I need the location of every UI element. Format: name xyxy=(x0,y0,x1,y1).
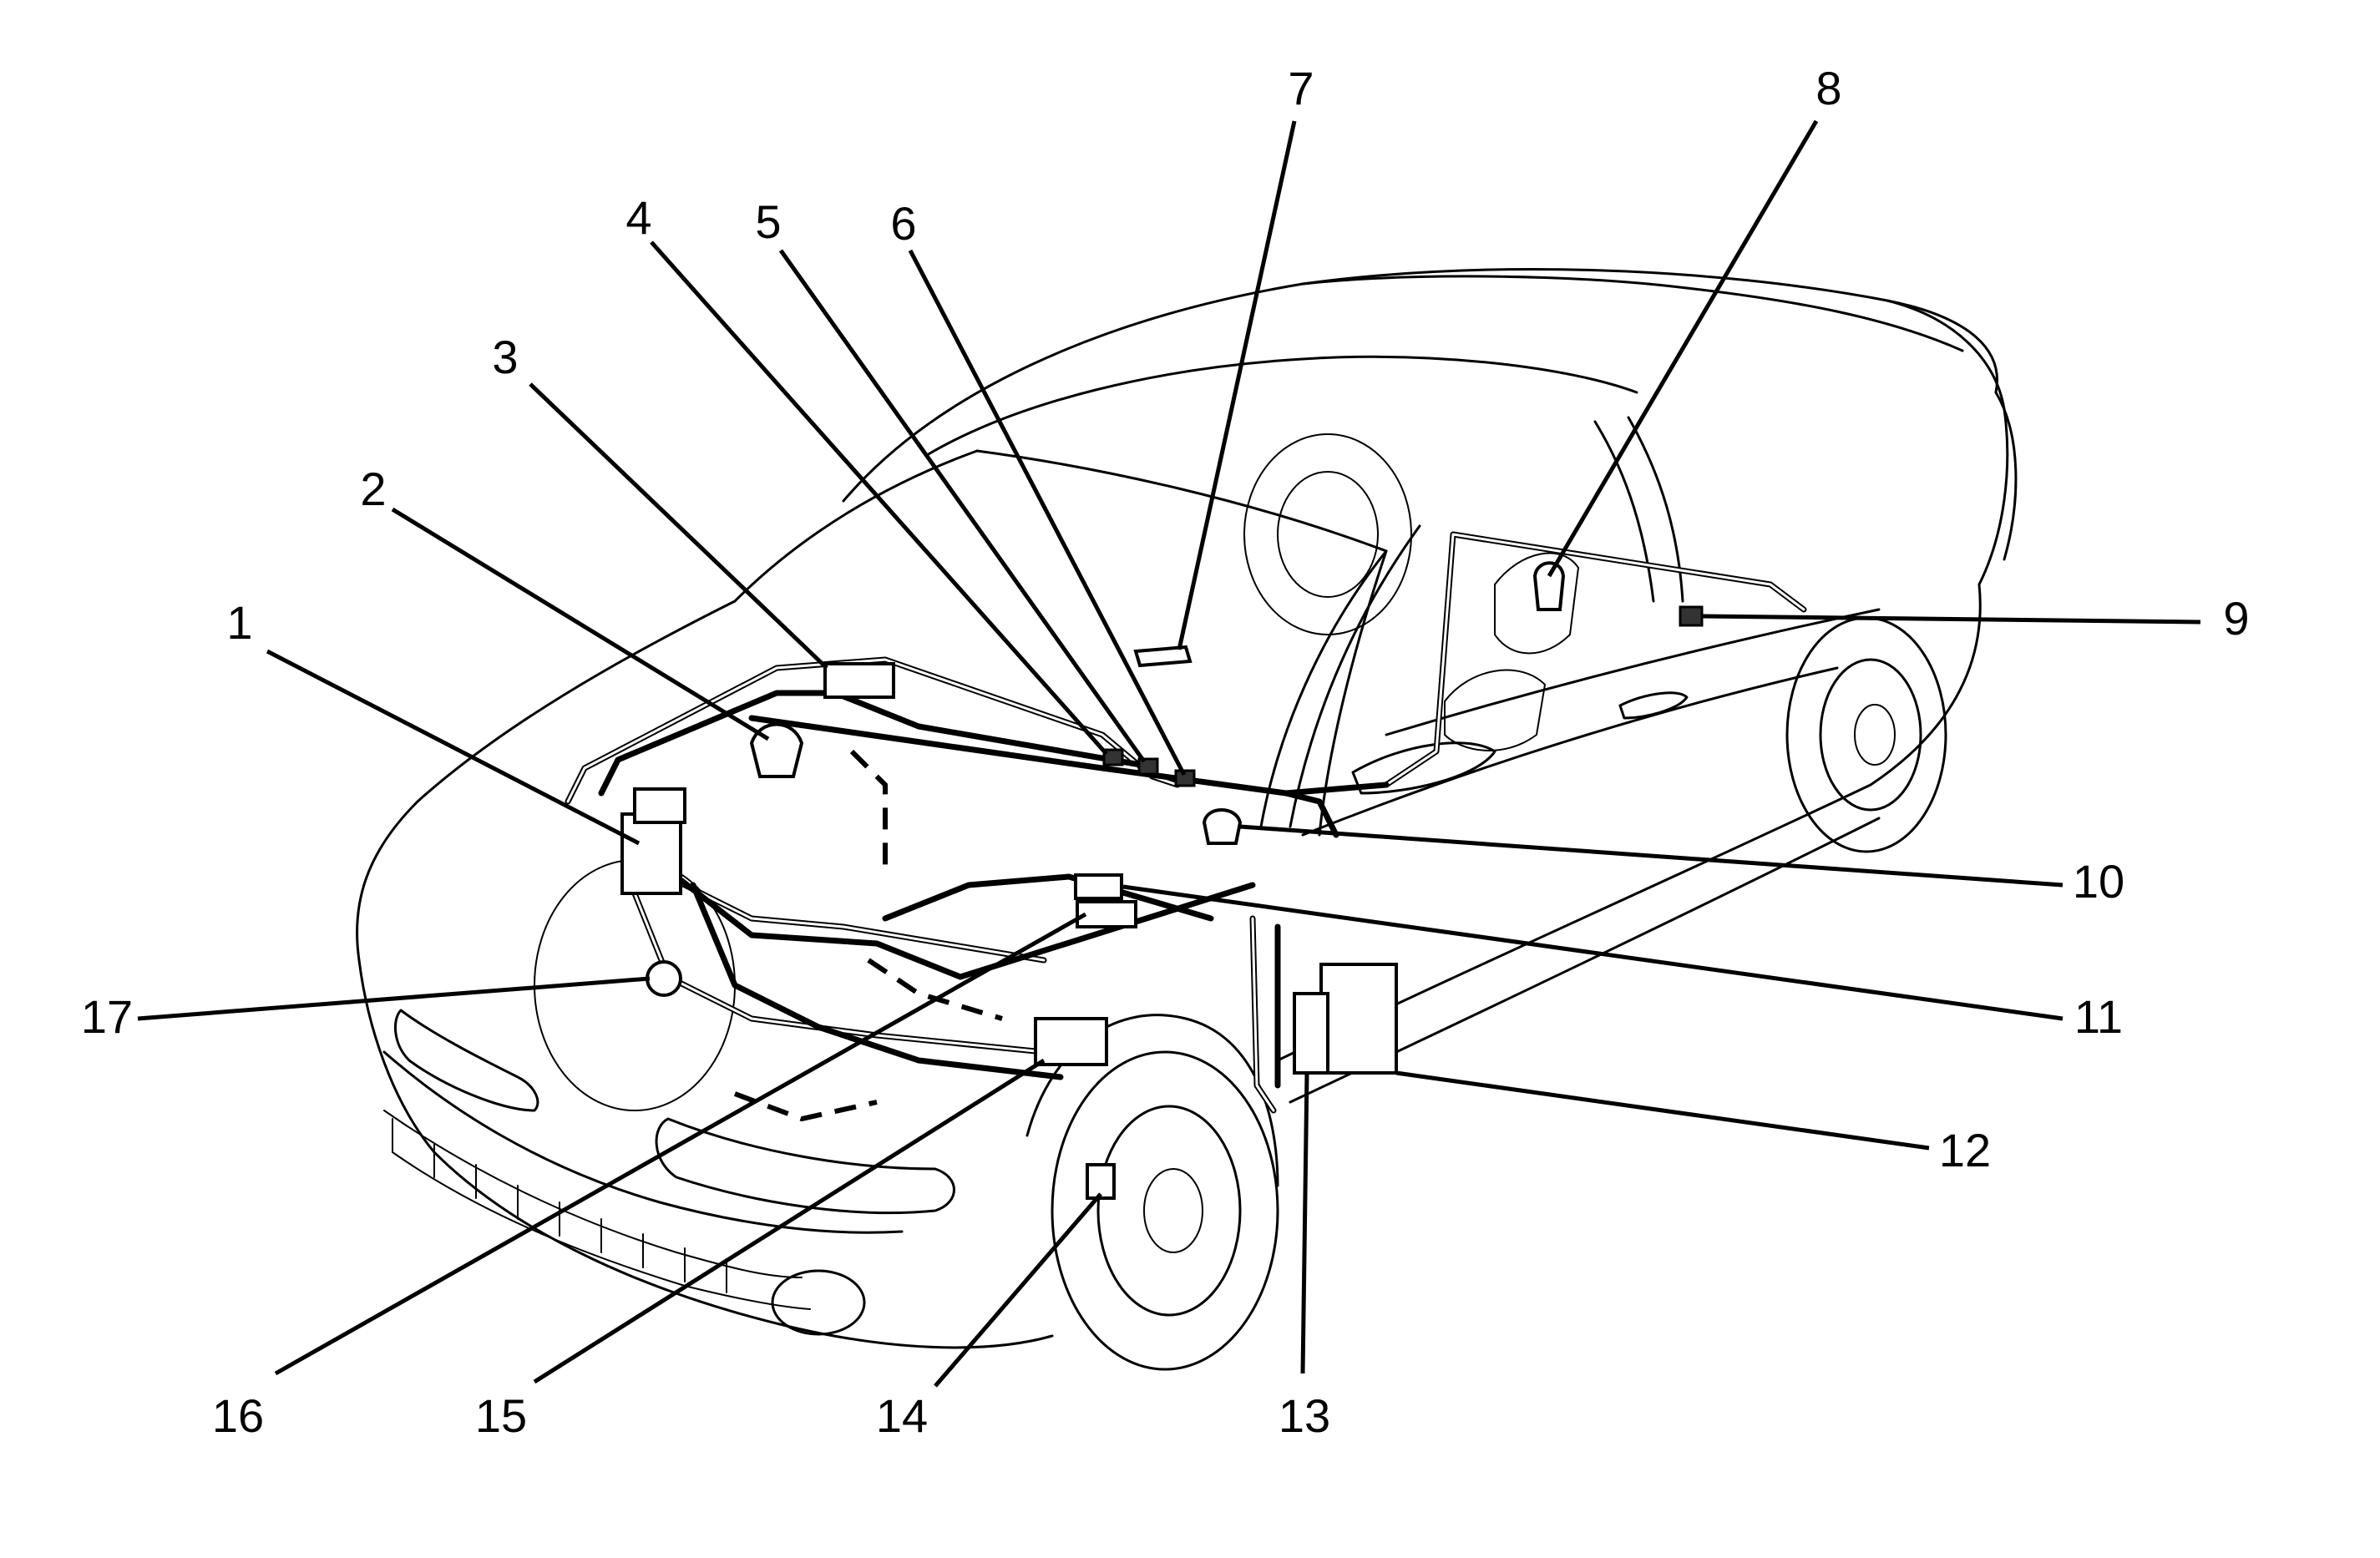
wiring-harness xyxy=(565,531,1807,1122)
component-1 xyxy=(620,812,682,895)
leader-lines xyxy=(137,119,2201,1388)
leader-1 xyxy=(266,649,641,846)
component-1-upper xyxy=(633,787,686,824)
component-7 xyxy=(1133,645,1193,668)
callout-1: 1 xyxy=(226,596,252,649)
leader-17 xyxy=(137,976,651,1021)
component-6 xyxy=(1174,769,1196,787)
callout-7: 7 xyxy=(1288,62,1314,114)
component-9 xyxy=(1679,605,1704,627)
leader-6 xyxy=(908,249,1187,776)
leader-13 xyxy=(1300,1072,1309,1374)
leader-5 xyxy=(778,249,1147,763)
callout-5: 5 xyxy=(755,195,781,248)
leader-12 xyxy=(1395,1070,1930,1151)
leader-10 xyxy=(1239,824,2064,888)
callout-3: 3 xyxy=(492,331,518,383)
leader-11 xyxy=(1122,884,2064,1021)
callout-16: 16 xyxy=(212,1389,264,1442)
component-5 xyxy=(1137,757,1159,776)
callout-numbers: 1 2 3 4 5 6 7 8 9 10 11 12 13 14 15 16 1… xyxy=(81,62,2250,1442)
callout-9: 9 xyxy=(2223,592,2249,645)
leader-7 xyxy=(1177,120,1297,650)
components xyxy=(620,561,1704,1200)
callout-6: 6 xyxy=(890,197,916,250)
leader-4 xyxy=(650,240,1108,756)
callout-12: 12 xyxy=(1939,1124,1991,1176)
component-16 xyxy=(1076,900,1137,928)
component-15 xyxy=(1034,1017,1108,1066)
leader-3 xyxy=(529,382,828,670)
component-8 xyxy=(1532,561,1566,611)
vehicle-body xyxy=(356,268,2018,1371)
callout-8: 8 xyxy=(1815,62,1841,114)
leader-2 xyxy=(391,507,770,741)
callout-17: 17 xyxy=(81,990,133,1043)
callout-2: 2 xyxy=(360,463,386,515)
leader-14 xyxy=(934,1192,1102,1388)
component-10 xyxy=(1202,808,1243,845)
component-11 xyxy=(1074,873,1123,900)
component-14 xyxy=(1086,1163,1116,1200)
callout-4: 4 xyxy=(625,191,651,244)
component-3 xyxy=(823,662,895,699)
leader-15 xyxy=(533,1058,1046,1384)
component-12 xyxy=(1319,963,1398,1075)
leader-9 xyxy=(1701,614,2201,625)
leader-8 xyxy=(1547,119,1819,578)
component-4 xyxy=(1102,748,1124,766)
component-13 xyxy=(1293,992,1329,1075)
callout-14: 14 xyxy=(876,1389,928,1442)
leader-16 xyxy=(274,912,1087,1376)
component-17 xyxy=(646,960,682,997)
callout-11: 11 xyxy=(2074,990,2123,1043)
callout-13: 13 xyxy=(1279,1389,1330,1442)
callout-15: 15 xyxy=(475,1389,527,1442)
callout-10: 10 xyxy=(2073,855,2124,908)
